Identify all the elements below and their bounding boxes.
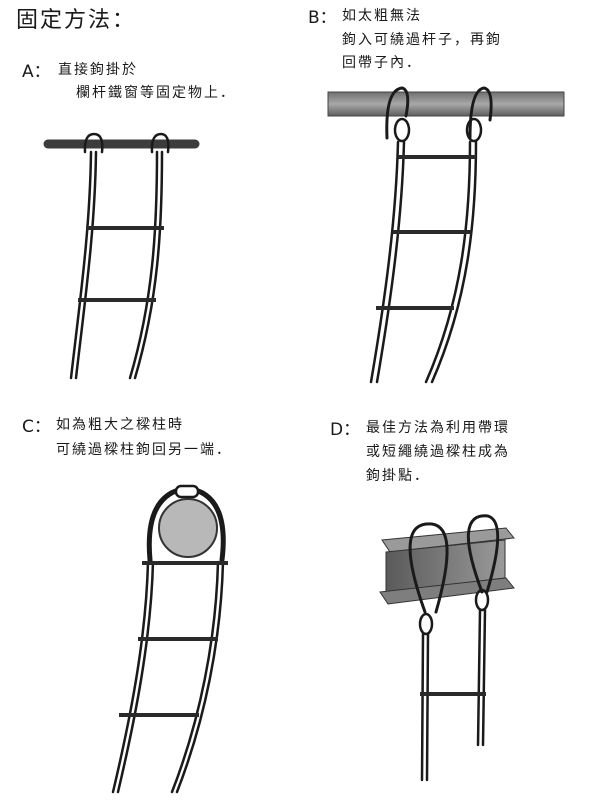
rope-right-inner xyxy=(175,560,225,794)
page-title: 固定方法： xyxy=(16,8,137,33)
hook-right xyxy=(150,132,170,154)
method-b-line-1: 如太粗無法 xyxy=(342,8,422,24)
sling-right xyxy=(466,514,500,594)
hook-right xyxy=(474,588,490,612)
hook-right xyxy=(465,117,483,143)
rung xyxy=(376,306,454,310)
rung xyxy=(420,692,486,696)
pillar xyxy=(158,498,218,558)
rope-right-outer xyxy=(424,140,472,384)
ladder-d-illustration xyxy=(379,514,515,782)
beam-top-flange xyxy=(381,527,515,553)
rope-left-outer xyxy=(69,150,93,380)
rope-right-inner xyxy=(430,140,478,384)
hook-left xyxy=(83,132,104,154)
strap-loop-right xyxy=(468,86,493,140)
method-a-letter: A： xyxy=(22,62,51,82)
method-b-letter: B： xyxy=(308,8,337,28)
rope-left-outer xyxy=(111,560,150,794)
rope-right-inner xyxy=(133,150,164,380)
rope-right-outer xyxy=(128,150,159,380)
rung xyxy=(398,155,476,159)
rope-right-inner xyxy=(481,608,487,747)
ladder-a-illustration xyxy=(43,132,200,380)
method-b-line-2: 鉤入可繞過杆子，再鉤 xyxy=(342,32,502,48)
rope-left-outer xyxy=(369,140,400,384)
ladder-b-illustration xyxy=(327,86,565,384)
method-a-line-2: 欄杆鐵窗等固定物上． xyxy=(76,85,236,101)
method-c-letter: C： xyxy=(22,417,51,437)
thick-bar xyxy=(327,91,565,117)
rung xyxy=(86,226,164,230)
sling-left xyxy=(408,522,449,614)
ladder-c-illustration xyxy=(111,484,228,794)
method-d-line-3: 鉤掛點． xyxy=(366,468,430,484)
method-d-letter: D： xyxy=(330,420,361,440)
rope-left-inner xyxy=(425,632,430,782)
method-c-line-1: 如為粗大之樑柱時 xyxy=(56,417,184,433)
method-a-line-1: 直接鉤掛於 xyxy=(58,62,138,78)
hook-left xyxy=(418,612,434,636)
rung xyxy=(393,230,471,234)
top-clip xyxy=(174,484,200,499)
method-b-line-3: 回帶子內． xyxy=(342,55,422,71)
method-d-line-2: 或短繩繞過樑柱成為 xyxy=(366,444,510,460)
rope-left-inner xyxy=(74,150,98,380)
rung xyxy=(138,637,218,641)
rope-left-outer xyxy=(420,632,425,782)
rope-left-inner xyxy=(116,560,155,794)
rope-right-outer xyxy=(170,560,220,794)
rung xyxy=(78,298,156,302)
rung xyxy=(119,713,199,717)
strap-loop-left xyxy=(385,86,410,140)
rope-left-inner xyxy=(375,140,406,384)
rope-right-outer xyxy=(476,608,482,747)
rung xyxy=(142,561,228,565)
method-c-line-2: 可繞過樑柱鉤回另一端． xyxy=(56,442,232,458)
method-d-line-1: 最佳方法為利用帶環 xyxy=(366,420,510,436)
hook-left xyxy=(393,117,411,143)
